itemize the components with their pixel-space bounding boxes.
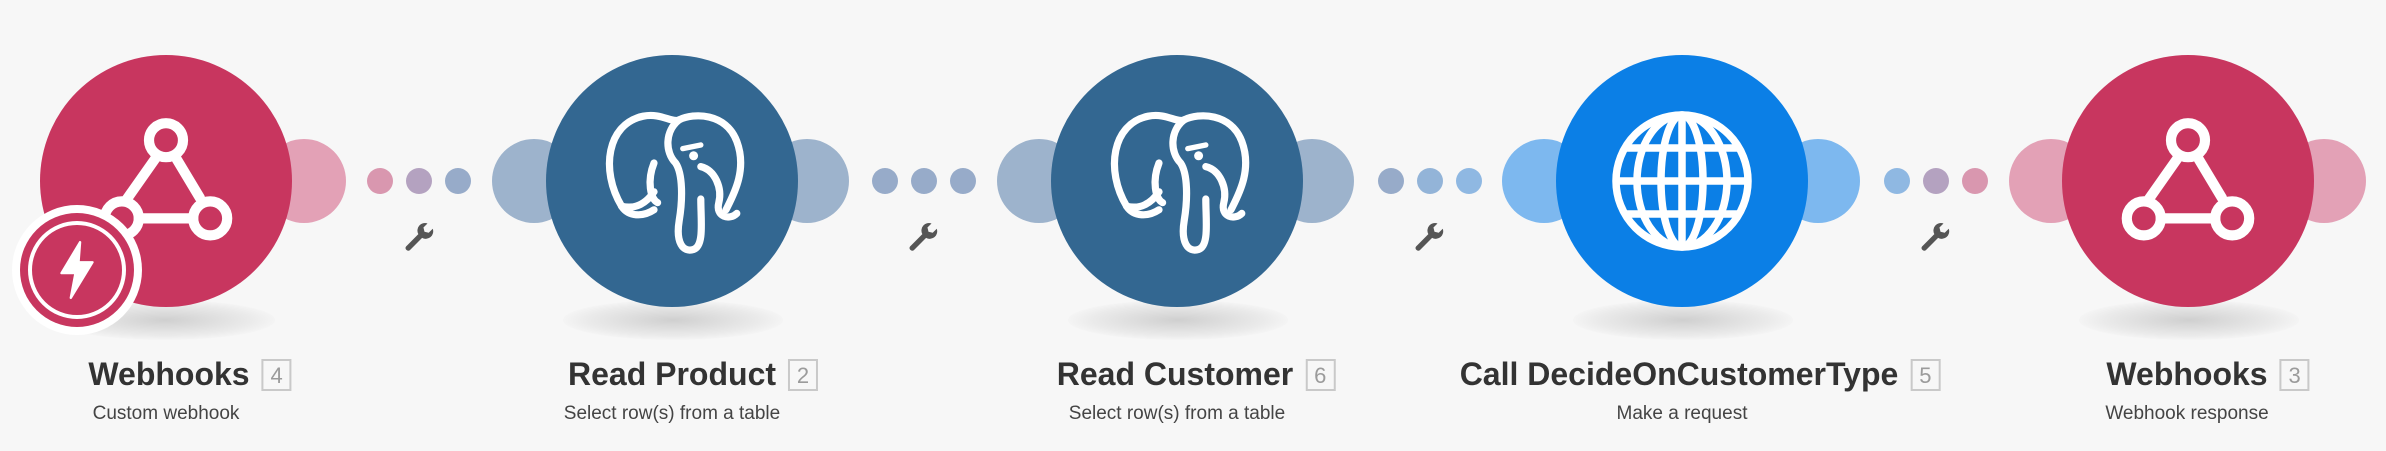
module-subtitle: Select row(s) from a table bbox=[563, 403, 781, 424]
module-subtitle: Custom webhook bbox=[92, 403, 240, 424]
postgres-elephant-icon bbox=[1111, 111, 1250, 254]
webhook-icon bbox=[2121, 118, 2255, 241]
module-id-badge: 2 bbox=[788, 358, 819, 391]
module-2-label[interactable]: Read Product 2 bbox=[567, 356, 819, 393]
module-1-webhooks[interactable] bbox=[40, 55, 292, 307]
module-5-webhooks[interactable] bbox=[2062, 55, 2314, 307]
module-title: Read Product bbox=[567, 356, 777, 392]
wrench-icon[interactable] bbox=[1412, 222, 1448, 258]
postgres-elephant-icon bbox=[606, 111, 745, 254]
webhook-icon bbox=[99, 118, 233, 241]
globe-icon bbox=[1612, 111, 1752, 251]
instant-trigger-badge[interactable] bbox=[20, 213, 134, 327]
module-2-read-product[interactable] bbox=[546, 55, 798, 307]
module-subtitle: Make a request bbox=[1616, 403, 1748, 424]
module-title: Webhooks bbox=[88, 356, 250, 392]
module-title: Read Customer bbox=[1056, 356, 1294, 392]
module-3-label[interactable]: Read Customer 6 bbox=[1057, 356, 1336, 393]
connector-2-dot bbox=[911, 168, 937, 194]
module-3-read-customer[interactable] bbox=[1051, 55, 1303, 307]
module-subtitle: Webhook response bbox=[2105, 403, 2269, 424]
module-id-badge: 6 bbox=[1305, 358, 1336, 391]
connector-4-dot bbox=[1923, 168, 1949, 194]
module-4-http-request[interactable] bbox=[1556, 55, 1808, 307]
connector-1-dot bbox=[445, 168, 471, 194]
wrench-icon[interactable] bbox=[906, 222, 942, 258]
connector-2-dot bbox=[872, 168, 898, 194]
connector-3-dot bbox=[1456, 168, 1482, 194]
instant-trigger-icon bbox=[60, 240, 94, 300]
wrench-icon[interactable] bbox=[402, 222, 438, 258]
wrench-icon[interactable] bbox=[1918, 222, 1954, 258]
connector-2-dot bbox=[950, 168, 976, 194]
connector-3-dot bbox=[1417, 168, 1443, 194]
module-id-badge: 4 bbox=[261, 358, 292, 391]
module-4-label[interactable]: Call DecideOnCustomerType 5 bbox=[1460, 356, 1941, 393]
connector-4-dot bbox=[1884, 168, 1910, 194]
module-id-badge: 5 bbox=[1910, 358, 1941, 391]
module-1-label[interactable]: Webhooks 4 bbox=[88, 356, 292, 393]
connector-4-dot bbox=[1962, 168, 1988, 194]
module-5-label[interactable]: Webhooks 3 bbox=[2106, 356, 2310, 393]
connector-1-dot bbox=[406, 168, 432, 194]
connector-3-dot bbox=[1378, 168, 1404, 194]
module-title: Webhooks bbox=[2106, 356, 2268, 392]
module-id-badge: 3 bbox=[2279, 358, 2310, 391]
connector-1-dot bbox=[367, 168, 393, 194]
module-title: Call DecideOnCustomerType bbox=[1459, 356, 1899, 392]
module-subtitle: Select row(s) from a table bbox=[1068, 403, 1286, 424]
